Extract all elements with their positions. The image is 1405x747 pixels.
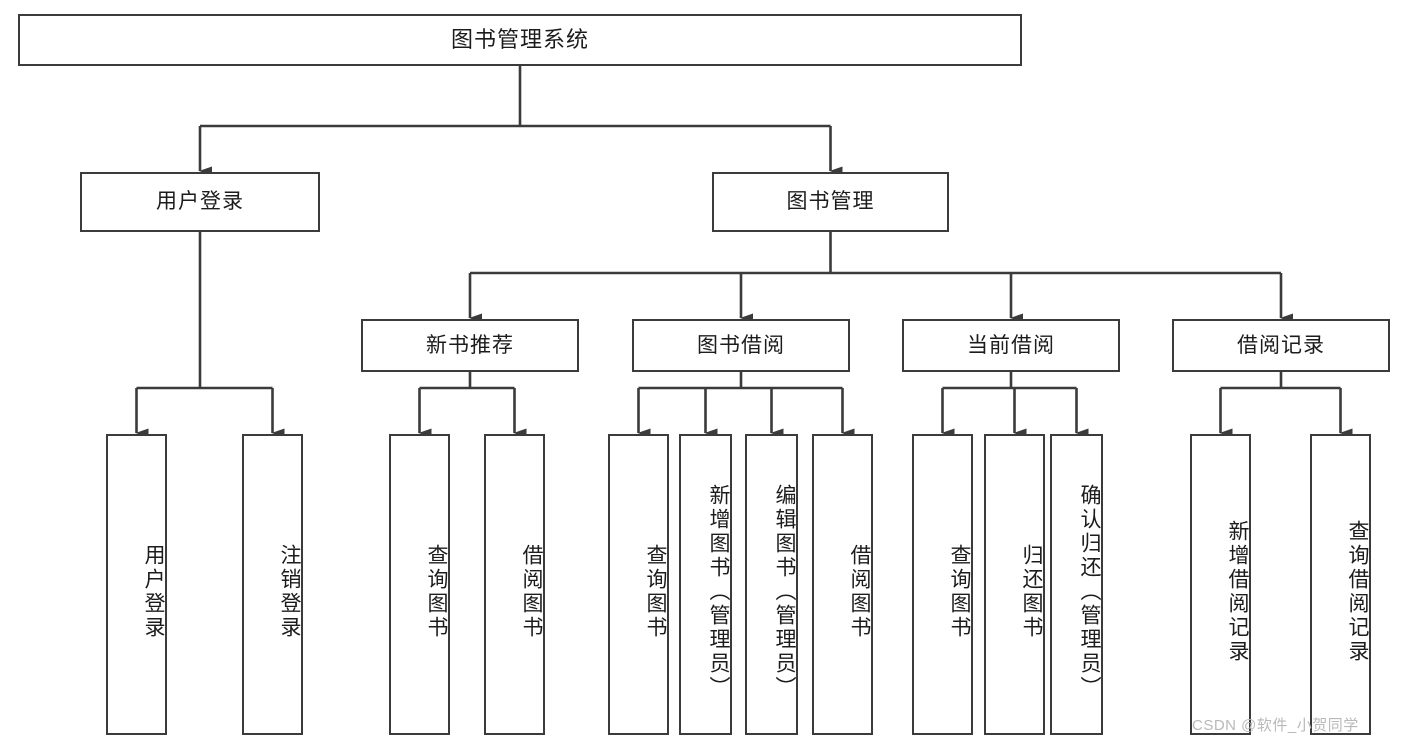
node-label: 查询图书 xyxy=(948,543,971,640)
node-leaf_logout[interactable]: 注销登录 xyxy=(242,434,303,735)
node-leaf_cb_confirm[interactable]: 确认归还（管理员） xyxy=(1050,434,1103,735)
node-label: 归还图书 xyxy=(1020,543,1043,640)
node-leaf_bb_edit[interactable]: 编辑图书（管理员） xyxy=(745,434,798,735)
node-user_login[interactable]: 用户登录 xyxy=(80,172,320,232)
node-root[interactable]: 图书管理系统 xyxy=(18,14,1022,66)
node-label: 新书推荐 xyxy=(426,333,514,357)
node-borrow_record[interactable]: 借阅记录 xyxy=(1172,319,1390,372)
node-book_manage[interactable]: 图书管理 xyxy=(712,172,949,232)
node-leaf_bb_borrow[interactable]: 借阅图书 xyxy=(812,434,873,735)
node-label: 图书管理 xyxy=(786,190,875,214)
node-label: 注销登录 xyxy=(278,543,301,640)
node-leaf_rec_query[interactable]: 查询图书 xyxy=(389,434,450,735)
node-label: 借阅图书 xyxy=(848,543,871,640)
node-label: 查询借阅记录 xyxy=(1346,519,1369,664)
node-label: 图书管理系统 xyxy=(450,26,589,52)
node-leaf_user_login[interactable]: 用户登录 xyxy=(106,434,167,735)
node-label: 新增图书（管理员） xyxy=(707,483,730,700)
node-leaf_bb_add[interactable]: 新增图书（管理员） xyxy=(679,434,732,735)
node-leaf_cb_query[interactable]: 查询图书 xyxy=(912,434,973,735)
node-book_borrow[interactable]: 图书借阅 xyxy=(632,319,850,372)
node-label: 新增借阅记录 xyxy=(1226,519,1249,664)
node-leaf_br_query[interactable]: 查询借阅记录 xyxy=(1310,434,1371,735)
node-label: 用户登录 xyxy=(142,543,165,640)
node-label: 借阅记录 xyxy=(1237,333,1325,357)
node-label: 借阅图书 xyxy=(520,543,543,640)
watermark-text: CSDN @软件_小贺同学 xyxy=(1192,717,1359,734)
node-label: 用户登录 xyxy=(156,190,244,214)
node-current_borrow[interactable]: 当前借阅 xyxy=(902,319,1120,372)
node-new_book_rec[interactable]: 新书推荐 xyxy=(361,319,579,372)
node-leaf_rec_borrow[interactable]: 借阅图书 xyxy=(484,434,545,735)
node-leaf_bb_query[interactable]: 查询图书 xyxy=(608,434,669,735)
node-label: 编辑图书（管理员） xyxy=(773,483,796,700)
node-label: 查询图书 xyxy=(644,543,667,640)
node-leaf_cb_return[interactable]: 归还图书 xyxy=(984,434,1045,735)
node-label: 图书借阅 xyxy=(697,333,785,357)
node-label: 查询图书 xyxy=(425,543,448,640)
node-label: 确认归还（管理员） xyxy=(1078,483,1101,700)
node-leaf_br_add[interactable]: 新增借阅记录 xyxy=(1190,434,1251,735)
node-label: 当前借阅 xyxy=(967,333,1055,357)
